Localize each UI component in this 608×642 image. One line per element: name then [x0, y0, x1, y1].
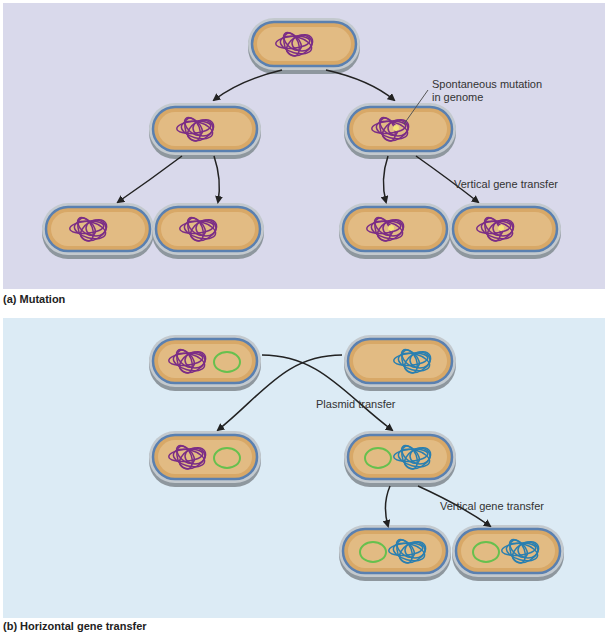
bacterial-cell — [149, 103, 261, 159]
bacterial-cell — [449, 203, 561, 259]
bacterial-cell — [344, 431, 456, 487]
bacterial-cell — [149, 335, 261, 391]
division-arrows — [118, 70, 478, 202]
mutation-spot — [388, 225, 394, 231]
bacterial-cell — [152, 203, 264, 259]
bacterial-cell — [42, 203, 154, 259]
annotation-label: Vertical gene transfer — [440, 500, 580, 513]
annotation-label: Spontaneous mutation in genome — [432, 78, 550, 104]
bacterial-cell — [344, 103, 456, 159]
leader-line — [404, 90, 428, 124]
mutation-spot — [498, 225, 504, 231]
bacterial-cell — [339, 203, 451, 259]
bacterial-cell — [344, 335, 456, 391]
panel-caption: (a) Mutation — [3, 293, 65, 305]
annotation-label: Vertical gene transfer — [454, 178, 594, 191]
bacterial-cell — [452, 525, 564, 581]
bacterial-cell — [149, 431, 261, 487]
bacterial-cell — [339, 525, 451, 581]
annotation-label: Plasmid transfer — [316, 398, 436, 411]
panel-caption: (b) Horizontal gene transfer — [3, 620, 147, 632]
bacterial-cell — [248, 18, 360, 74]
mutation-spot — [393, 125, 399, 131]
